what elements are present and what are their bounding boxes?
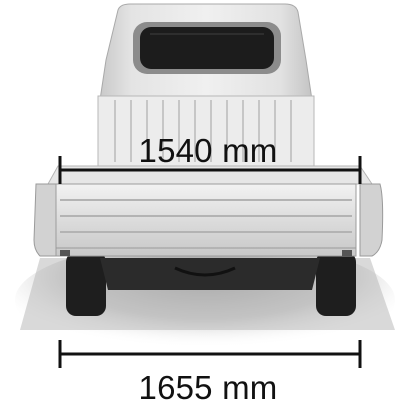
- tailgate-ribs: [60, 199, 352, 233]
- cab-back-panel: [97, 95, 315, 167]
- bed-width-label: 1540 mm: [138, 132, 278, 169]
- overall-width-dimension-line: [58, 340, 362, 368]
- tailgate: [55, 183, 357, 257]
- rear-window: [140, 27, 274, 69]
- right-side-panel: [359, 183, 384, 257]
- bed-width-dimension-line: [58, 156, 362, 184]
- overall-width-label: 1655 mm: [138, 369, 278, 406]
- left-side-panel: [33, 183, 59, 257]
- cab-ribs: [114, 100, 292, 162]
- left-wheel: [66, 252, 106, 316]
- right-wheel: [316, 252, 356, 316]
- left-hinge: [60, 250, 70, 256]
- right-hinge: [342, 250, 352, 256]
